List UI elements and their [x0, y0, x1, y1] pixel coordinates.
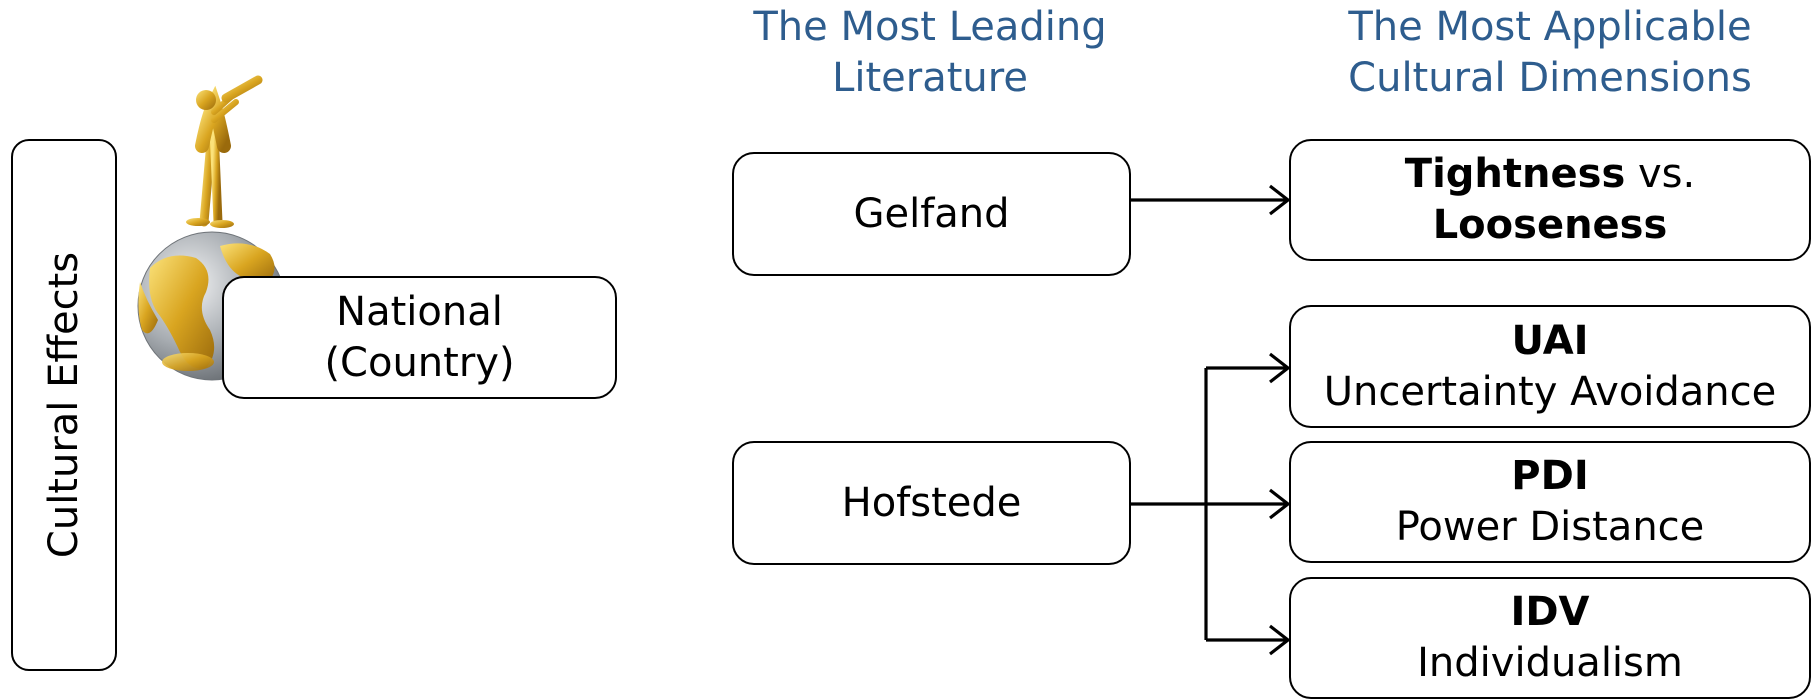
- idv-name: Individualism: [1417, 640, 1683, 686]
- national-line1: National: [336, 288, 503, 335]
- literature-heading-line2: Literature: [832, 55, 1028, 101]
- tightness-term: Tightness: [1404, 151, 1626, 197]
- dimensions-heading-line1: The Most Applicable: [1348, 4, 1752, 50]
- uai-arrowhead: [1269, 352, 1291, 384]
- pdi-code: PDI: [1511, 453, 1589, 499]
- cultural-effects-box: Cultural Effects: [11, 139, 117, 671]
- literature-heading-line1: The Most Leading: [753, 4, 1107, 50]
- pdi-name: Power Distance: [1395, 504, 1705, 550]
- literature-heading: The Most Leading Literature: [680, 2, 1180, 104]
- tightness-box: Tightness vs. Looseness: [1289, 139, 1811, 261]
- idv-code: IDV: [1510, 589, 1590, 635]
- idv-arrowhead: [1269, 624, 1291, 656]
- idv-box: IDV Individualism: [1289, 577, 1811, 699]
- tightness-vs: vs.: [1625, 151, 1696, 197]
- hofstede-label: Hofstede: [841, 479, 1022, 526]
- dimensions-heading: The Most Applicable Cultural Dimensions: [1290, 2, 1810, 104]
- tightness-line1: Tightness vs.: [1405, 149, 1695, 200]
- pdi-box: PDI Power Distance: [1289, 441, 1811, 563]
- dimensions-heading-line2: Cultural Dimensions: [1348, 55, 1752, 101]
- gelfand-box: Gelfand: [732, 152, 1131, 276]
- gelfand-arrowhead: [1269, 184, 1291, 216]
- national-box: National (Country): [222, 276, 617, 399]
- uai-box: UAI Uncertainty Avoidance: [1289, 305, 1811, 428]
- looseness-term: Looseness: [1432, 202, 1668, 248]
- pdi-arrowhead: [1269, 488, 1291, 520]
- uai-code: UAI: [1511, 317, 1589, 364]
- gelfand-label: Gelfand: [853, 190, 1010, 237]
- uai-name: Uncertainty Avoidance: [1323, 368, 1777, 415]
- hofstede-box: Hofstede: [732, 441, 1131, 565]
- national-line2: (Country): [324, 339, 515, 386]
